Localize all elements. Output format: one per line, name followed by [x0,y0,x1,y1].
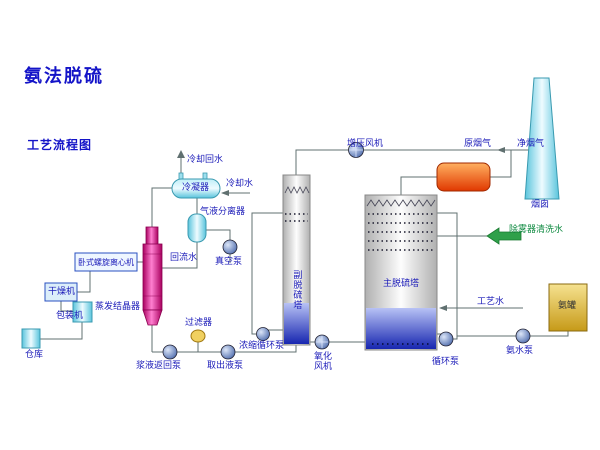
label-aux-tower: 副脱硫塔 [291,270,302,310]
ggh-to-chimney-line [490,150,512,178]
ammonia-tank-line [530,331,569,337]
chimney-shape [524,77,560,200]
label-demister-wash-water: 除雾器清洗水 [509,225,564,235]
label-evaporation-crystallizer: 蒸发结晶器 [95,302,141,312]
label-circulation-pump: 循环泵 [432,357,460,367]
dryer-box [44,282,78,302]
evaporation-crystallizer-vessel [142,226,163,326]
crystallizer-vapor-line [151,187,172,227]
vacuum-pump-symbol [222,239,238,255]
oxidation-fan-symbol [314,334,330,350]
filter-symbol [190,329,206,343]
packaging-to-warehouse-line [40,322,83,340]
wash-water-arrow [486,227,522,245]
separator-to-vacuum-line [206,229,231,240]
process-water-arrow [439,305,447,311]
label-concentration-circulation-pump: 浓缩循环泵 [239,341,285,351]
page-subtitle: 工艺流程图 [27,138,93,152]
ammonia-tank-box [548,283,588,332]
label-booster-fan: 增压风机 [347,139,384,149]
pipework [40,149,569,353]
label-packaging-machine: 包装机 [56,311,84,321]
label-warehouse: 仓库 [25,350,44,360]
centrifuge-to-dryer-line [77,271,91,293]
label-ammonia-tank: 氨罐 [558,301,577,311]
centrifuge-box [74,252,138,272]
main-circulation-riser [437,212,458,340]
booster-fan-symbol [348,142,364,158]
label-gas-liquid-separator: 气液分离器 [200,207,246,217]
raw-gas-left-arrow [497,147,505,153]
aux-circulation-riser [251,212,283,335]
ammonia-pump-symbol [515,328,531,344]
label-raw-flue-gas: 原烟气 [464,139,492,149]
flue-gas-top-line [295,149,529,175]
main-tower-vessel [364,194,438,351]
label-filter: 过滤器 [185,318,213,328]
warehouse-box [21,328,41,349]
gas-liquid-separator-vessel [187,213,207,243]
label-slurry-return-pump: 浆液返回泵 [136,361,182,371]
label-oxidation-fan: 氧化风机 [313,352,332,373]
left-arrow [221,190,229,196]
slurry-return-pump-symbol [162,344,178,360]
dryer-to-packaging-line [60,301,73,312]
label-centrifuge: 卧式螺旋离心机 [78,258,134,267]
arrowheads [177,147,505,311]
label-clean-flue-gas: 净烟气 [517,139,545,149]
label-reflux-water: 回流水 [170,253,198,263]
label-dryer: 干燥机 [48,287,76,297]
aux-tower-vessel [282,174,311,346]
label-extraction-pump: 取出液泵 [207,361,244,371]
gas-heater-box [436,162,491,192]
label-main-tower: 主脱硫塔 [383,279,420,289]
label-vacuum-pump: 真空泵 [215,257,243,267]
label-process-water: 工艺水 [477,297,505,307]
reflux-water-line [162,242,198,269]
slurry-bottom-line [152,345,297,353]
up-arrow [177,150,185,158]
circulation-pump-symbol [438,331,454,347]
label-ammonia-pump: 氨水泵 [506,346,534,356]
label-chimney: 烟囱 [531,200,550,210]
concentration-circulation-pump-symbol [256,327,270,341]
packaging-machine-box [72,301,93,323]
label-condenser: 冷凝器 [182,183,210,193]
page-title: 氨法脱硫 [24,66,104,87]
label-cooling-return-water: 冷却回水 [187,155,224,165]
extraction-pump-symbol [220,344,236,360]
tower-to-ggh-line [400,176,437,195]
condenser-vessel [171,172,221,199]
label-cooling-water: 冷却水 [226,179,254,189]
